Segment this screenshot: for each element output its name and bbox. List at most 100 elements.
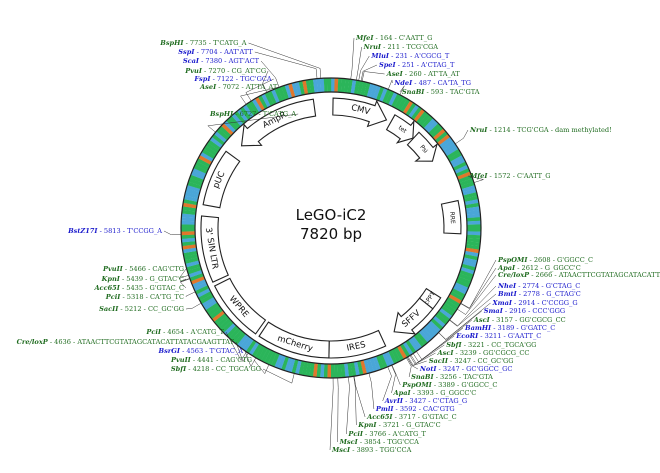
- site-leader-line: [358, 55, 370, 81]
- ring-segment: [264, 91, 274, 107]
- ring-segment: [396, 345, 408, 360]
- site-label: KpnI - 5439 - G_GTAC'C: [101, 275, 184, 283]
- ring-segment: [181, 240, 196, 247]
- site-leader-line: [406, 357, 419, 370]
- ring-segment: [369, 357, 378, 372]
- ring-segment: [466, 224, 482, 229]
- ring-segment: [425, 323, 439, 336]
- site-label: PvuI - 7270 - CG_AT'CG: [184, 67, 266, 75]
- site-label: AvrII - 3427 - C'CTAG_G: [384, 397, 467, 405]
- site-smai-2916: SmaI - 2916 - CCC'GGG: [438, 307, 565, 340]
- site-leader-line: [356, 46, 362, 81]
- site-leader-line: [391, 364, 401, 386]
- ring-segment: [458, 174, 473, 184]
- ring-segment: [466, 217, 481, 222]
- ring-segment: [363, 82, 371, 97]
- ring-segment: [218, 318, 232, 331]
- feature-label: CMV: [350, 103, 371, 117]
- ring-segment: [198, 154, 213, 165]
- site-pcii-3766: PciI - 3766 - A'CATG_T: [346, 376, 427, 438]
- ring-segment: [444, 299, 459, 311]
- ring-segment: [185, 260, 200, 268]
- ring-segment: [231, 113, 244, 127]
- ring-segment: [284, 84, 293, 99]
- ring-segment: [464, 250, 479, 257]
- site-label: SnaBI - 593 - TAC'GTA: [402, 88, 480, 96]
- ring-segment: [193, 282, 208, 292]
- site-label: SpeI - 251 - A'CTAG_T: [379, 61, 455, 69]
- ring-segment: [226, 325, 239, 338]
- site-label: AseI - 7072 - AT'TA_AT: [199, 83, 278, 91]
- ring-segment: [452, 285, 468, 295]
- ring-segment: [305, 79, 312, 94]
- site-leader-line: [253, 359, 270, 375]
- ring-segment: [376, 86, 385, 101]
- ring-segment: [463, 257, 478, 265]
- ring-segment: [382, 352, 391, 367]
- ring-segment: [455, 168, 470, 177]
- ring-segment: [413, 334, 425, 348]
- ring-segment: [340, 363, 346, 378]
- feature-3-sin-ltr: 3' SIN LTR: [200, 215, 230, 283]
- plasmid-size: 7820 bp: [300, 225, 362, 243]
- ring-outer-border: [180, 77, 482, 379]
- ring-segment: [205, 302, 220, 314]
- site-leader-line: [460, 267, 497, 309]
- ring-segment: [337, 363, 342, 378]
- ring-segment: [353, 80, 360, 95]
- site-label: MfeI - 1572 - C'AATT_G: [469, 172, 551, 180]
- ring-segment: [397, 96, 408, 111]
- ring-segment: [245, 102, 257, 117]
- ring-segment: [181, 224, 196, 228]
- feature-block: [393, 297, 434, 335]
- ring-segment: [436, 310, 451, 323]
- ring-segment: [223, 322, 236, 336]
- ring-segment: [257, 346, 268, 361]
- ring-segment: [334, 78, 339, 93]
- site-avrii-3427: AvrII - 3427 - C'CTAG_G: [382, 366, 467, 405]
- ring-segment: [271, 89, 280, 104]
- ring-segment: [267, 90, 277, 105]
- ring-segment: [459, 178, 474, 187]
- site-leader-line: [449, 293, 497, 327]
- site-leader-line: [387, 79, 393, 90]
- feature-block: [258, 321, 330, 359]
- ring-segment: [426, 120, 439, 134]
- site-acc65i-5435: Acc65I - 5435 - G'GTAC_C: [93, 278, 190, 292]
- ring-segment: [463, 192, 478, 199]
- ring-segment: [270, 352, 280, 367]
- site-bmti-2778: BmtI - 2778 - G_CTAG'C: [449, 290, 581, 327]
- ring-segment: [340, 78, 346, 93]
- ring-segment: [181, 220, 196, 225]
- ring-segment: [187, 266, 202, 275]
- ring-segment: [408, 104, 420, 119]
- ring-segment: [181, 213, 196, 219]
- ring-segment: [181, 237, 196, 243]
- ring-segment: [267, 351, 277, 366]
- ring-segment: [388, 349, 398, 365]
- ring-segment: [254, 96, 266, 111]
- ring-segment: [405, 339, 417, 354]
- ring-segment: [455, 279, 470, 289]
- ring-segment: [196, 158, 211, 168]
- ring-segment: [466, 209, 481, 216]
- ring-segment: [366, 358, 374, 373]
- ring-segment: [184, 257, 199, 264]
- site-leader-line: [399, 85, 405, 95]
- ring-segment: [402, 100, 414, 115]
- site-kpni-5439: KpnI - 5439 - G_GTAC'C: [101, 275, 190, 283]
- ring-segment: [456, 171, 472, 180]
- ring-segment: [302, 361, 309, 376]
- site-leader-line: [361, 71, 385, 82]
- site-leader-line: [248, 42, 322, 79]
- feature-ampr: AmpR: [240, 98, 317, 147]
- ring-segment: [221, 320, 234, 333]
- site-label: Acc65I - 5435 - G'GTAC_C: [93, 284, 184, 292]
- site-sspi-7704: SspI - 7704 - AAT'ATT: [178, 48, 318, 79]
- ring-segment: [327, 363, 331, 378]
- ring-segment: [198, 291, 213, 301]
- ring-segment: [448, 294, 463, 305]
- ring-segment: [421, 327, 434, 341]
- ring-segment: [323, 78, 328, 93]
- site-label: ScaI - 7380 - AGT'ACT: [183, 57, 260, 65]
